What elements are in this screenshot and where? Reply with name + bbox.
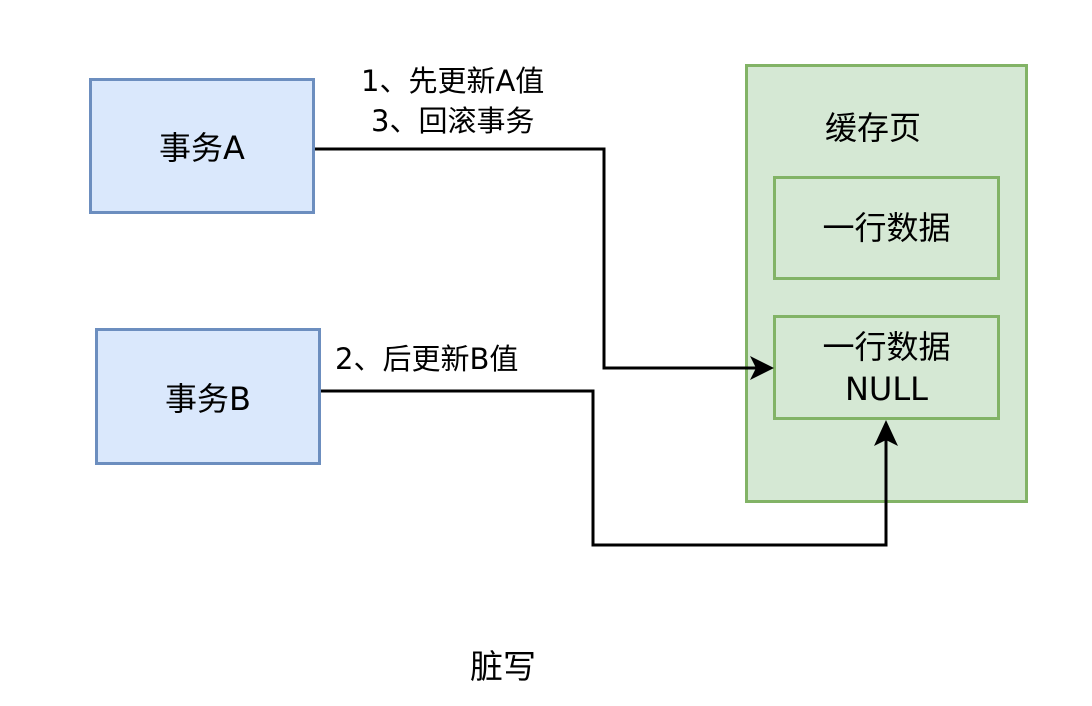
transaction-a-label: 事务A [159,129,245,167]
edge-b-to-row2 [321,389,888,547]
edge-a-label-step1: 1、先更新A值 [361,64,545,98]
edge-b-label-step2: 2、后更新B值 [335,342,519,376]
edge-b-arrowhead [874,420,898,446]
data-row-1: 一行数据 [773,176,1000,280]
transaction-b-node: 事务B [95,328,321,465]
diagram-caption: 脏写 [470,647,536,686]
data-row-2-value: NULL [844,369,928,408]
data-row-1-label: 一行数据 [822,209,951,247]
data-row-2: 一行数据 NULL [773,315,1000,420]
edge-a-arrowhead [750,356,774,380]
edge-a-to-row2 [315,147,771,374]
edge-a-label-step3: 3、回滚事务 [371,104,535,138]
transaction-a-node: 事务A [89,78,315,214]
transaction-b-label: 事务B [165,379,251,418]
cache-page-title: 缓存页 [825,109,922,147]
data-row-2-label: 一行数据 [822,327,951,366]
